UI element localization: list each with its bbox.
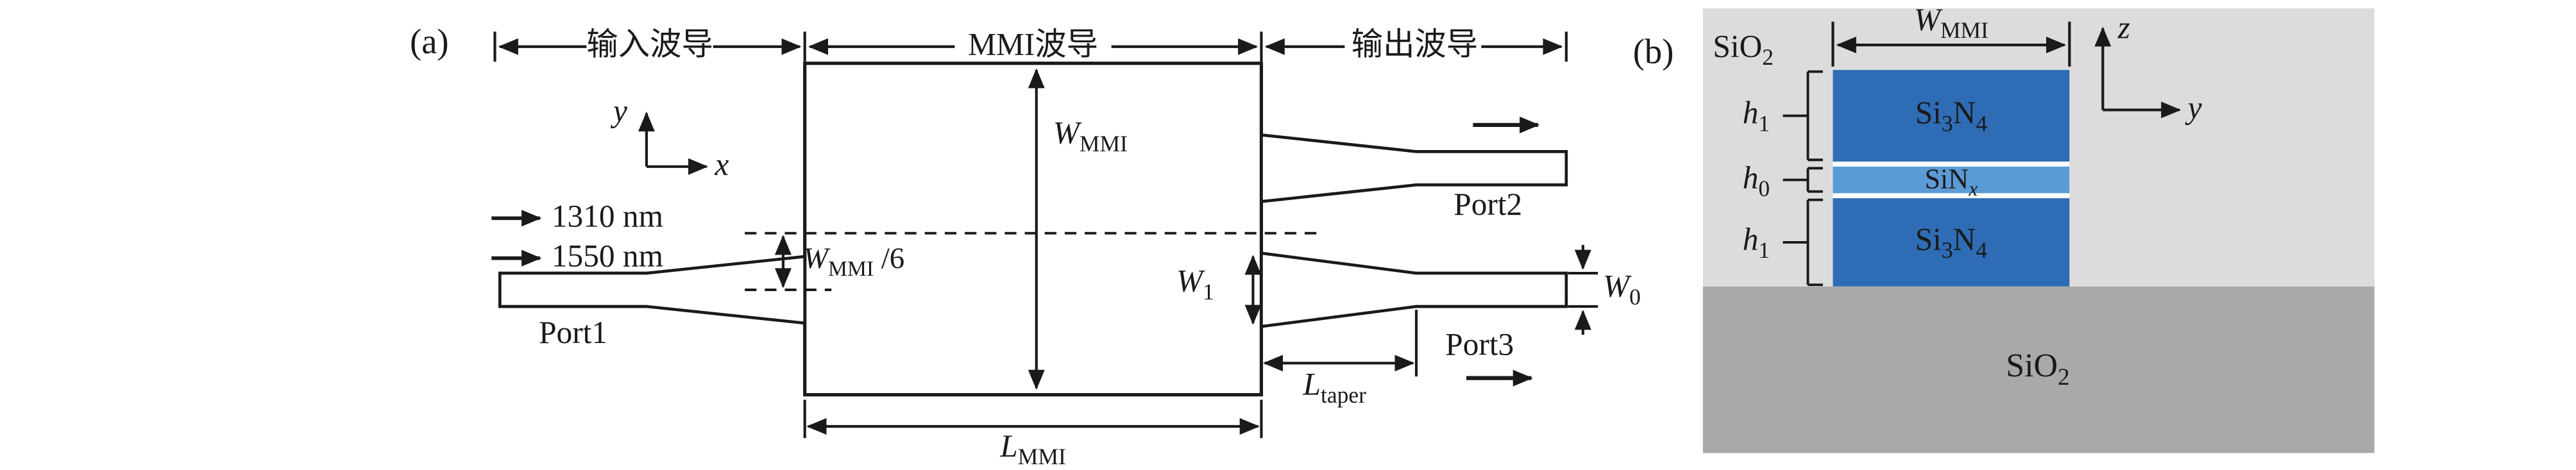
si3n4-top-layer-label: Si3N4 [1915, 96, 1988, 137]
wavelength-1310-label: 1310 nm [551, 199, 663, 235]
h0-bracket [1783, 167, 1823, 193]
y-axis-label: y [613, 95, 627, 130]
wmmi-over-6-dimension-label: WMMI /6 [803, 241, 905, 281]
output-light-arrows [1466, 116, 1540, 387]
port2-label: Port2 [1453, 188, 1523, 224]
sinx-layer-label: SiNx [1924, 163, 1978, 201]
port1-label: Port1 [539, 316, 608, 352]
zy-axes [2094, 26, 2182, 119]
substrate-region [1702, 286, 2375, 453]
lmmi-dimension-label: LMMI [1000, 430, 1066, 470]
si3n4-bottom-layer-label: Si3N4 [1915, 223, 1988, 263]
mmi-waveguide-body [803, 62, 1264, 397]
wmmi-dimension-label-b: WMMI [1913, 3, 1988, 44]
h0-dimension-label: h0 [1742, 161, 1770, 201]
panel-b-label: (b) [1632, 31, 1674, 72]
dimension-arrows [774, 68, 1598, 439]
sinx-layer [1833, 166, 2070, 194]
si3n4-layer-bottom [1833, 198, 2070, 287]
sio2-substrate-label: SiO2 [2006, 348, 2070, 392]
h1-top-bracket [1783, 70, 1823, 162]
z-axis-label: z [2117, 12, 2130, 47]
mmi-waveguide-section-label: MMI波导 [968, 28, 1099, 63]
si3n4-layer-top [1833, 70, 2070, 162]
wmmi-width-dimension-b [1831, 21, 2071, 67]
sio2-cladding-label: SiO2 [1713, 29, 1774, 70]
h1-top-dimension-label: h1 [1742, 96, 1770, 137]
ltaper-dimension-label: Ltaper [1303, 368, 1366, 408]
wmmi-dimension-label: WMMI [1053, 116, 1128, 156]
section-header-dimension [493, 31, 1568, 62]
x-axis-label: x [715, 148, 729, 183]
input-light-arrows [491, 210, 542, 267]
port3-label: Port3 [1445, 328, 1514, 364]
wavelength-1550-label: 1550 nm [551, 240, 663, 275]
port3-output-waveguide [1260, 251, 1568, 328]
h1-bottom-dimension-label: h1 [1742, 223, 1770, 263]
h1-bottom-bracket [1783, 198, 1823, 287]
panel-a-label: (a) [410, 21, 449, 62]
w1-dimension-label: W1 [1176, 265, 1214, 305]
xy-axes [638, 112, 709, 175]
y-axis-label-b: y [2187, 91, 2202, 127]
output-waveguide-section-label: 输出波导 [1351, 28, 1479, 63]
w0-dimension-label: W0 [1602, 269, 1641, 310]
port2-output-waveguide [1260, 133, 1568, 203]
port1-input-waveguide [498, 255, 807, 325]
input-waveguide-section-label: 输入波导 [586, 28, 713, 63]
